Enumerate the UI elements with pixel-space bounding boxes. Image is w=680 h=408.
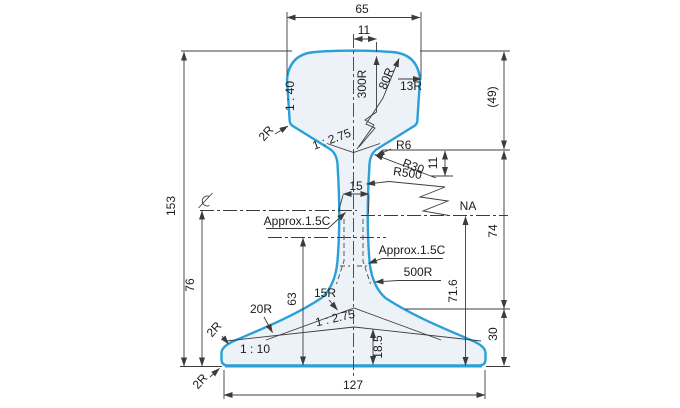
callout-foot-top-radius: 20R [250,302,273,333]
callout-base-corner-radius: 2R [190,368,220,392]
dim-centerline-to-base: 76 [183,210,205,367]
web-chamfer-hidden-right [362,219,371,285]
svg-text:2R: 2R [204,319,225,340]
centerline-symbol [198,192,213,209]
svg-text:2R: 2R [256,123,277,144]
svg-text:2R: 2R [190,371,211,392]
dim-na-height: 71.6 [446,216,469,366]
dim-web-thickness: 15 [342,179,370,197]
dim-foot-center-thickness: 18.5 [370,329,385,365]
svg-text:500R: 500R [404,265,433,279]
svg-text:15R: 15R [314,286,336,300]
callout-crown-radius: 300R [355,56,380,150]
foot-slope-275-construction [265,307,442,341]
svg-text:13R: 13R [400,79,422,93]
label-foot-slope-outer: 1 : 10 [240,342,270,356]
svg-text:1 : 40: 1 : 40 [283,81,297,111]
svg-text:11: 11 [358,23,371,37]
callout-web-chamfer-right: Approx.1.5C [368,243,446,264]
callout-web-foot-fillet: 15R [314,286,338,311]
svg-text:20R: 20R [250,302,272,316]
dim-foot-height: 30 [486,309,507,366]
callout-web-radius-lower: 500R [374,265,441,285]
svg-text:Approx.1.5C: Approx.1.5C [379,243,446,257]
callout-head-corner-radius: 13R [398,76,422,93]
callout-web-radius-upper: R500 [366,164,450,216]
dim-jaw-to-foot: 74 [486,150,507,309]
dim-base-width: 127 [223,378,486,398]
dim-head-width: 65 [286,2,421,21]
svg-text:127: 127 [343,378,363,392]
callout-foot-edge-radius: 2R [204,319,229,345]
callout-web-chamfer-left: Approx.1.5C [264,212,346,229]
svg-text:1 : 10: 1 : 10 [240,342,270,356]
svg-text:NA: NA [460,199,477,213]
ext-web-15-left [338,194,344,212]
svg-text:63: 63 [285,292,299,306]
svg-text:R6: R6 [396,138,412,152]
callout-head-edge-radius: 2R [256,123,289,144]
svg-text:74: 74 [486,224,500,238]
svg-text:18.5: 18.5 [371,335,385,359]
dim-crown-half-width: 11 [353,23,377,42]
svg-text:65: 65 [355,2,369,16]
svg-text:11: 11 [426,156,440,169]
svg-text:71.6: 71.6 [446,279,460,303]
svg-text:30: 30 [486,327,500,341]
dim-fishing-height: 63 [285,237,306,366]
dim-overall-height: 153 [164,51,187,367]
svg-text:76: 76 [183,278,197,292]
dim-fillet-offset: 11 [426,150,448,176]
dim-head-depth: (49) [485,51,507,150]
svg-text:300R: 300R [355,69,369,98]
svg-text:(49): (49) [485,86,499,107]
ext-web-15-right [368,194,370,214]
svg-text:Approx.1.5C: Approx.1.5C [264,214,331,228]
label-head-side-taper: 1 : 40 [283,81,297,111]
head-underside-construction [326,143,381,153]
label-neutral-axis: NA [460,199,477,213]
svg-text:15: 15 [349,179,363,193]
web-chamfer-hidden-left [336,219,345,285]
svg-text:153: 153 [164,196,178,216]
svg-text:R500: R500 [392,164,423,182]
foot-slope-110-construction [225,326,482,342]
